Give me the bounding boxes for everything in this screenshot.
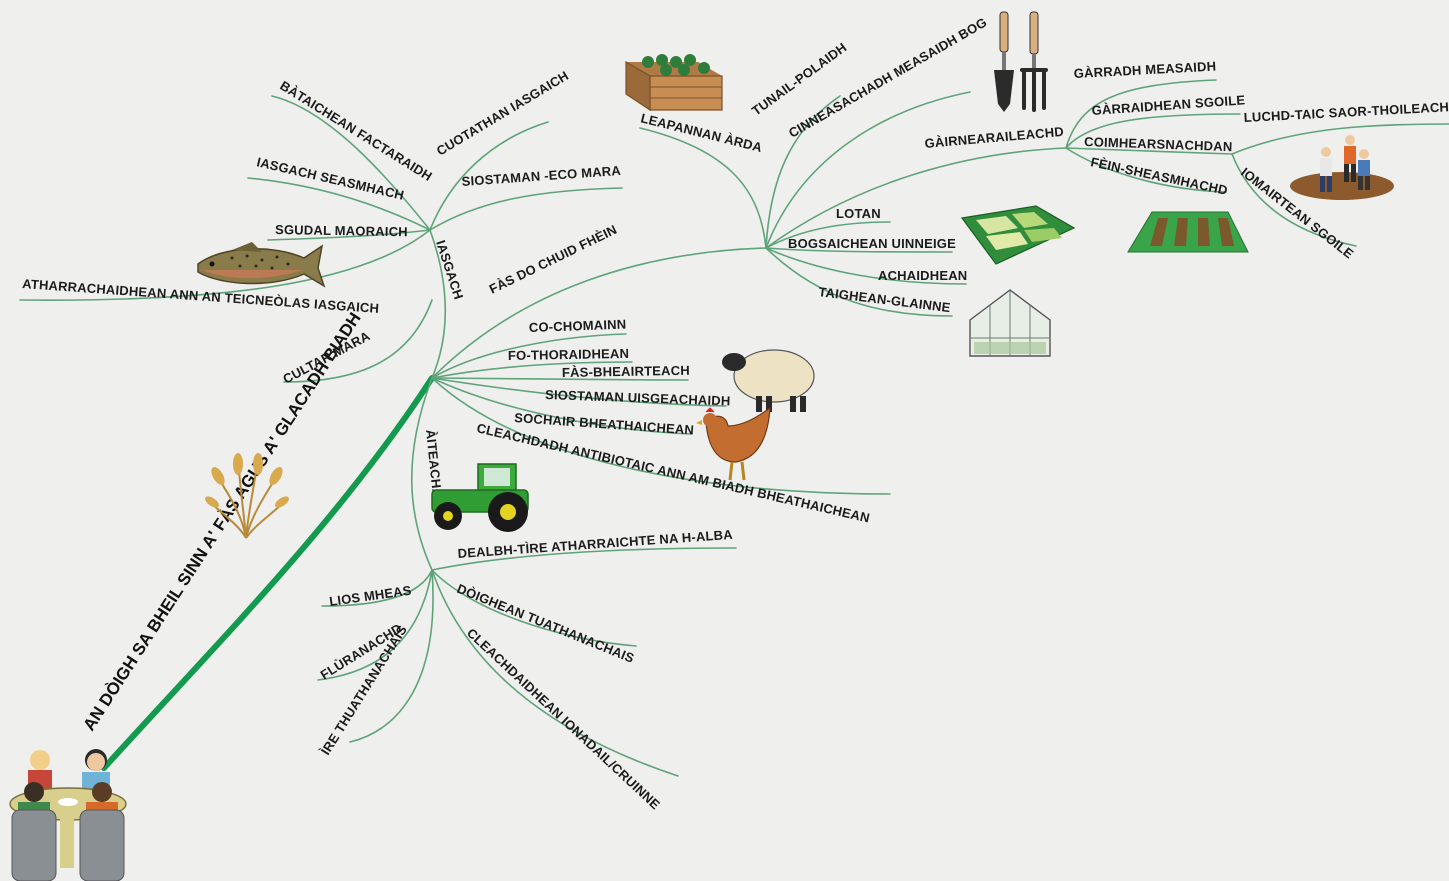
label-fishing-item: ATHARRACHAIDHEAN ANN AN TEICNEÒLAS IASGA…	[22, 276, 380, 316]
label-livestock-item: CO-CHOMAINN	[529, 317, 627, 335]
greenhouse-icon	[969, 289, 1051, 357]
label-agriculture-item: DEALBH-TÌRE ATHARRAICHTE NA H-ALBA	[457, 527, 733, 561]
label-livestock-item: FÀS-BHEAIRTEACH	[562, 363, 690, 380]
label-agriculture-item: DÒIGHEAN TUATHANACHAIS	[455, 581, 637, 666]
allotment-map-icon	[960, 205, 1076, 265]
label-agriculture-item: LIOS MHEAS	[328, 583, 412, 609]
volunteers-icon	[1290, 135, 1394, 200]
label-livestock-item: FO-THORAIDHEAN	[508, 346, 629, 363]
label-grow-item: LOTAN	[836, 206, 881, 221]
branch-label-iasgach: IASGACH	[433, 238, 466, 301]
main-trunk	[101, 375, 435, 771]
hen-icon	[696, 406, 771, 481]
branch-lines	[19, 79, 1449, 777]
label-fishing-item: SIOSTAMAN -ECO MARA	[461, 163, 622, 189]
label-grow-item: ACHAIDHEAN	[878, 268, 967, 283]
labels: AN DÒIGH SA BHEIL SINN A' FÀS AGUS A' GL…	[22, 14, 1449, 812]
fish-icon	[197, 242, 326, 288]
label-fishing-item: CUOTATHAN IASGAICH	[434, 68, 571, 159]
label-grow-item: CINNEASACHADH MEASAIDH BOG	[786, 14, 989, 140]
label-grow-item: BOGSAICHEAN UINNEIGE	[788, 236, 956, 251]
label-fishing-item: IASGACH SEASMHACH	[255, 154, 405, 203]
label-garden-item: GÀRRADH MEASAIDH	[1073, 59, 1216, 81]
family-table-icon	[9, 749, 127, 881]
label-community-item: LUCHD-TAIC SAOR-THOILEACH	[1243, 99, 1449, 125]
branch-label-grow-your-own: FÀS DO CHUID FHÈIN	[487, 222, 620, 297]
label-livestock-item: SIOSTAMAN UISGEACHAIDH	[545, 387, 731, 408]
field-rows-icon	[1127, 211, 1249, 253]
branch-label-gardening: GÀIRNEARAILEACHD	[924, 124, 1064, 151]
label-garden-item: COIMHEARSNACHDAN	[1084, 134, 1233, 154]
label-livestock-item: SOCHAIR BHEATHAICHEAN	[514, 410, 695, 438]
tractor-icon	[431, 463, 529, 532]
label-garden-item: FÈIN-SHEASMHACHD	[1089, 154, 1229, 198]
garden-tools-icon	[994, 11, 1048, 112]
sheep-icon	[722, 349, 815, 412]
wheat-icon	[205, 453, 289, 539]
raised-bed-icon	[625, 54, 723, 112]
label-fishing-item: SGUDAL MAORAICH	[275, 222, 408, 239]
